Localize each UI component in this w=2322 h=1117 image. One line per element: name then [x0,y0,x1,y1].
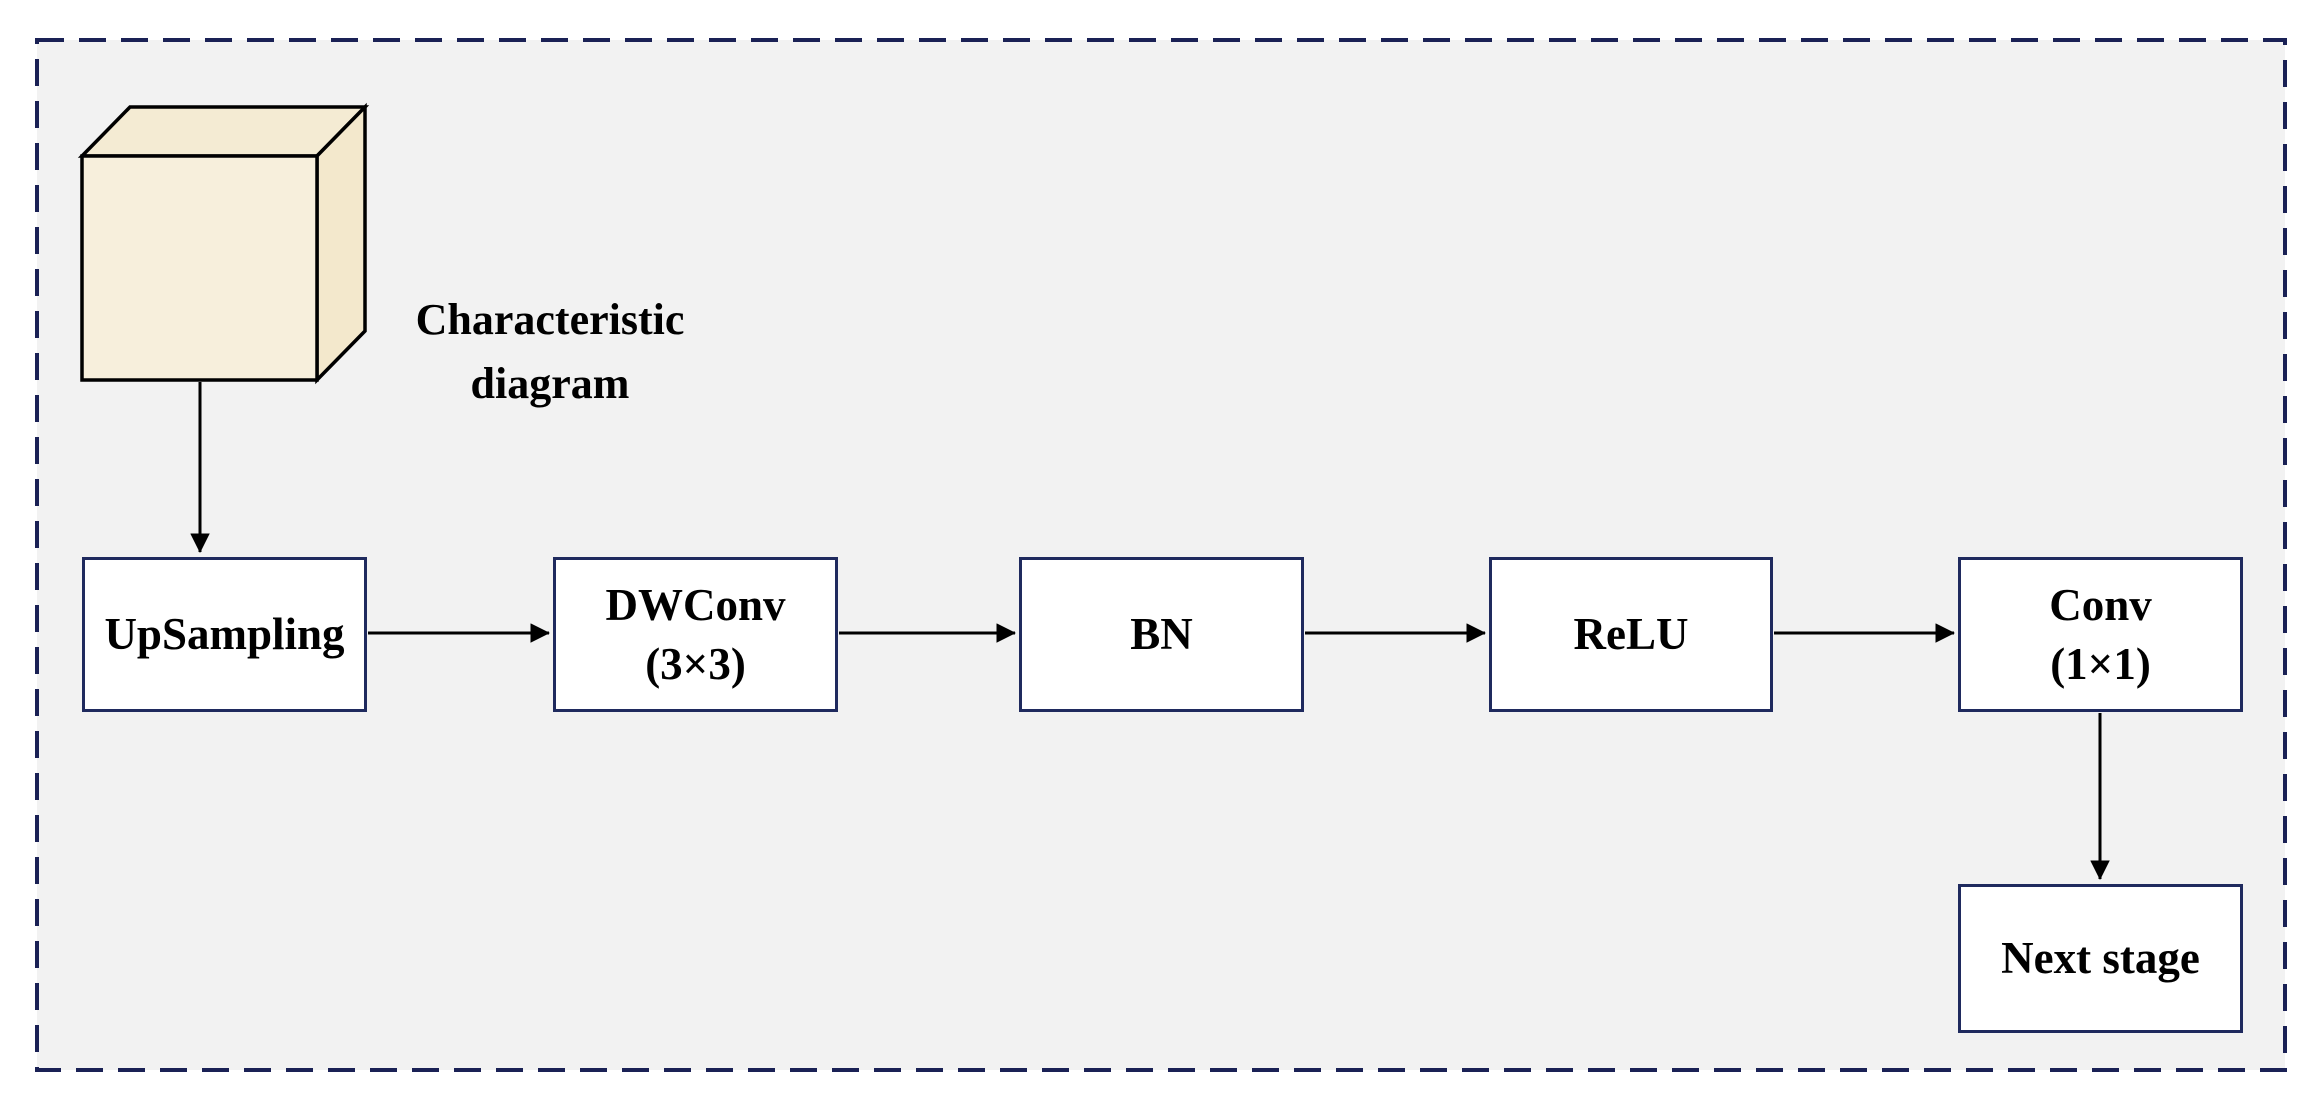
node-bn-label: BN [1130,609,1193,660]
node-relu: ReLU [1489,557,1773,712]
flow-arrows [190,382,2110,880]
node-relu-label: ReLU [1573,609,1689,660]
feature-map-cube [77,102,370,385]
caption-line-2: diagram [470,358,630,408]
node-dwconv-label: DWConv [605,580,786,630]
node-upsampling-label: UpSampling [104,609,345,660]
caption-line-1: Characteristic [415,295,685,344]
dashed-panel-border [35,38,2287,1072]
node-upsampling: UpSampling [82,557,367,712]
cube-front-face [80,154,319,382]
node-next-stage-label: Next stage [2001,933,2200,984]
node-conv-label: Conv [2049,580,2152,630]
feature-map-caption: Characteristic diagram [330,288,770,416]
node-conv-kernel: (1×1) [2050,638,2151,689]
node-next-stage: Next stage [1958,884,2243,1033]
node-bn: BN [1019,557,1304,712]
node-dwconv: DWConv (3×3) [553,557,838,712]
node-conv: Conv (1×1) [1958,557,2243,712]
node-dwconv-kernel: (3×3) [645,638,746,689]
